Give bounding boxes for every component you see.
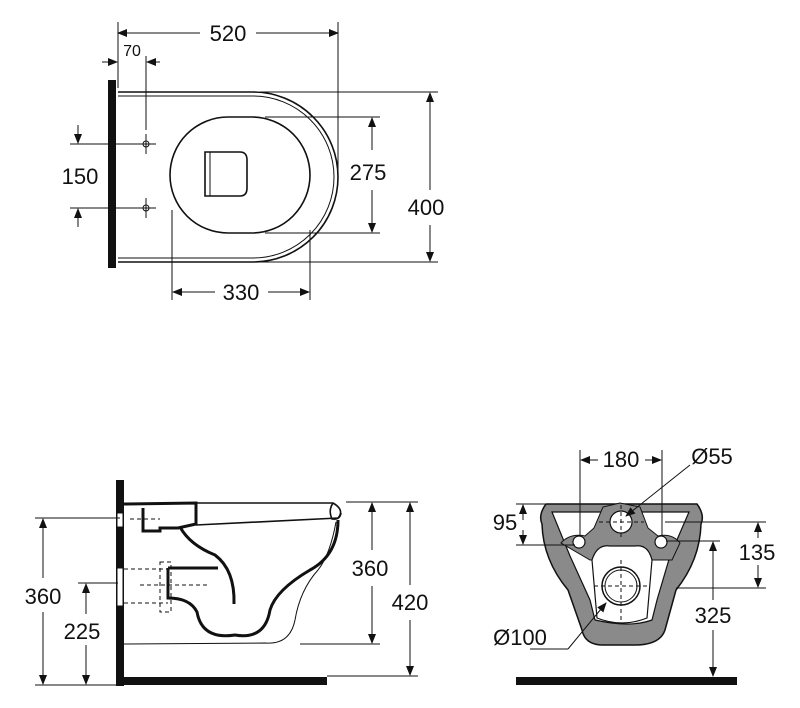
dim-diameter-100: Ø100 [493, 625, 547, 650]
dim-520: 520 [210, 21, 247, 46]
top-view: 520 70 150 275 400 330 [62, 21, 445, 305]
dim-diameter-55: Ø55 [691, 444, 733, 469]
dim-150: 150 [62, 164, 99, 189]
dim-180: 180 [603, 447, 640, 472]
dim-70: 70 [123, 43, 141, 60]
dim-420: 420 [392, 590, 429, 615]
dim-135: 135 [739, 540, 776, 565]
side-view: 360 225 360 420 [25, 480, 429, 686]
dim-400: 400 [408, 195, 445, 220]
bowl-outline [118, 91, 339, 263]
seat-hinge [123, 501, 198, 533]
dim-95: 95 [493, 510, 517, 535]
floor [116, 677, 327, 685]
wall [108, 80, 116, 268]
dim-360-right: 360 [352, 556, 389, 581]
fixing-holes [136, 134, 156, 218]
dim-225: 225 [64, 619, 101, 644]
floor [516, 677, 737, 685]
rear-view: 180 Ø55 95 135 325 Ø100 [493, 444, 776, 685]
dim-275: 275 [350, 160, 387, 185]
dim-325: 325 [695, 603, 732, 628]
outlet-pipe [601, 566, 641, 606]
dim-330: 330 [223, 280, 260, 305]
dim-360-left: 360 [25, 584, 62, 609]
seat-outline [169, 116, 311, 234]
